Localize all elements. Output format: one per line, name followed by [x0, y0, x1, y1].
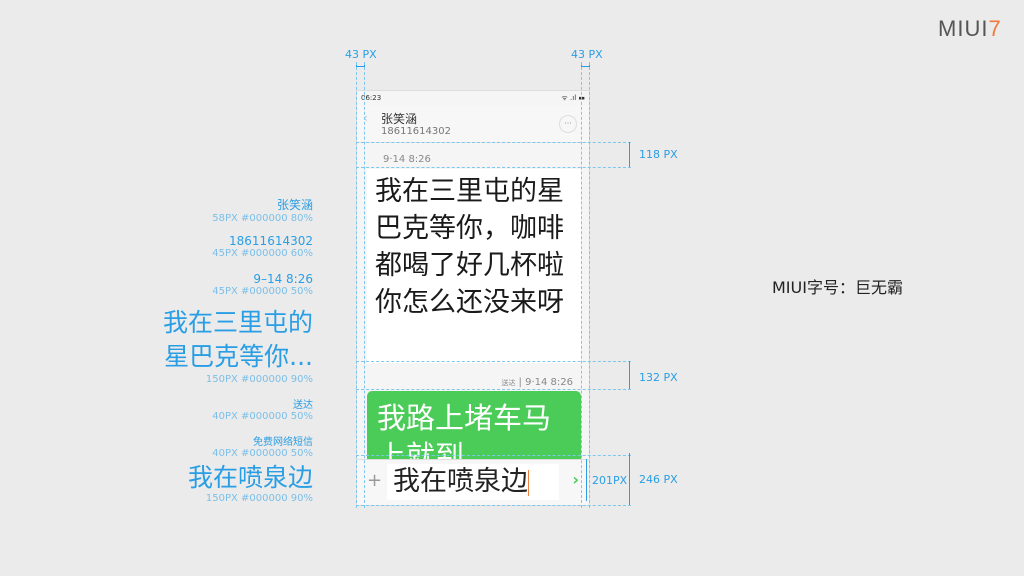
status-gap-label: 132 PX: [639, 371, 678, 384]
more-button[interactable]: ···: [559, 115, 577, 133]
send-arrow-icon[interactable]: ›: [572, 470, 579, 489]
status-time: 06:23: [361, 94, 382, 102]
message-input[interactable]: 我在喷泉边: [387, 464, 559, 500]
compose-bar: + 我在喷泉边 ›: [357, 459, 589, 505]
spec-title: MIUI字号：巨无霸: [772, 278, 903, 297]
input-height-label: 201PX: [592, 474, 628, 487]
message-timestamp: 9·14 8:26: [383, 154, 431, 165]
bottom-height-label: 246 PX: [639, 473, 678, 486]
attach-plus-icon[interactable]: +: [367, 470, 383, 491]
status-bar: 06:23 ᯤ .ıl ▬: [357, 91, 589, 105]
phone-screen: 06:23 ᯤ .ıl ▬ ‹ 张笑涵 18611614302 ··· 9·14 …: [356, 90, 590, 506]
contact-number: 18611614302: [381, 126, 451, 137]
conversation-header: ‹ 张笑涵 18611614302 ···: [357, 105, 589, 143]
right-margin-label: 43 PX: [571, 48, 603, 61]
sent-message: 我路上堵车马上就到: [367, 391, 581, 471]
left-margin-label: 43 PX: [345, 48, 377, 61]
miui-logo: MIUI7: [938, 16, 1002, 41]
received-message: 我在三里屯的星巴克等你，咖啡都喝了好几杯啦你怎么还没来呀: [367, 169, 581, 363]
annotation-received-message: 我在三里屯的星巴克等你...150PX #000000 90%: [162, 308, 313, 385]
timestamp-gap-label: 118 PX: [639, 148, 678, 161]
sent-status: 送达| 9·14 8:26: [501, 377, 573, 388]
status-icons: ᯤ .ıl ▬: [561, 94, 585, 102]
contact-name: 张笑涵: [381, 112, 418, 126]
back-icon[interactable]: ‹: [363, 111, 368, 125]
